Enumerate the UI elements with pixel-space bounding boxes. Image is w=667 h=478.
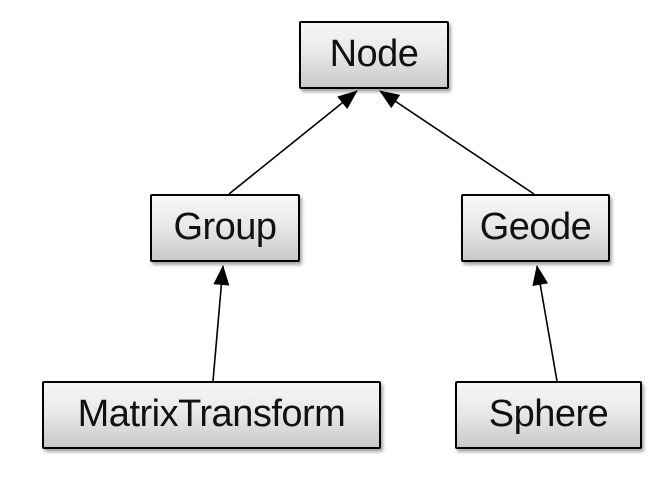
class-box-sphere: Sphere <box>455 381 642 449</box>
class-box-geode: Geode <box>461 194 610 262</box>
edge-group-to-node <box>228 90 358 195</box>
class-label-matrixtransform: MatrixTransform <box>77 392 346 435</box>
class-box-node: Node <box>299 21 449 89</box>
class-label-node: Node <box>329 32 419 75</box>
class-label-group: Group <box>173 205 277 248</box>
edge-geode-to-node <box>379 90 535 195</box>
edge-sphere-to-geode <box>532 265 558 382</box>
class-box-matrixtransform: MatrixTransform <box>42 381 381 449</box>
edge-matrixtransform-to-group <box>212 265 230 382</box>
class-label-geode: Geode <box>479 205 592 248</box>
class-label-sphere: Sphere <box>488 392 609 435</box>
class-box-group: Group <box>150 194 300 262</box>
